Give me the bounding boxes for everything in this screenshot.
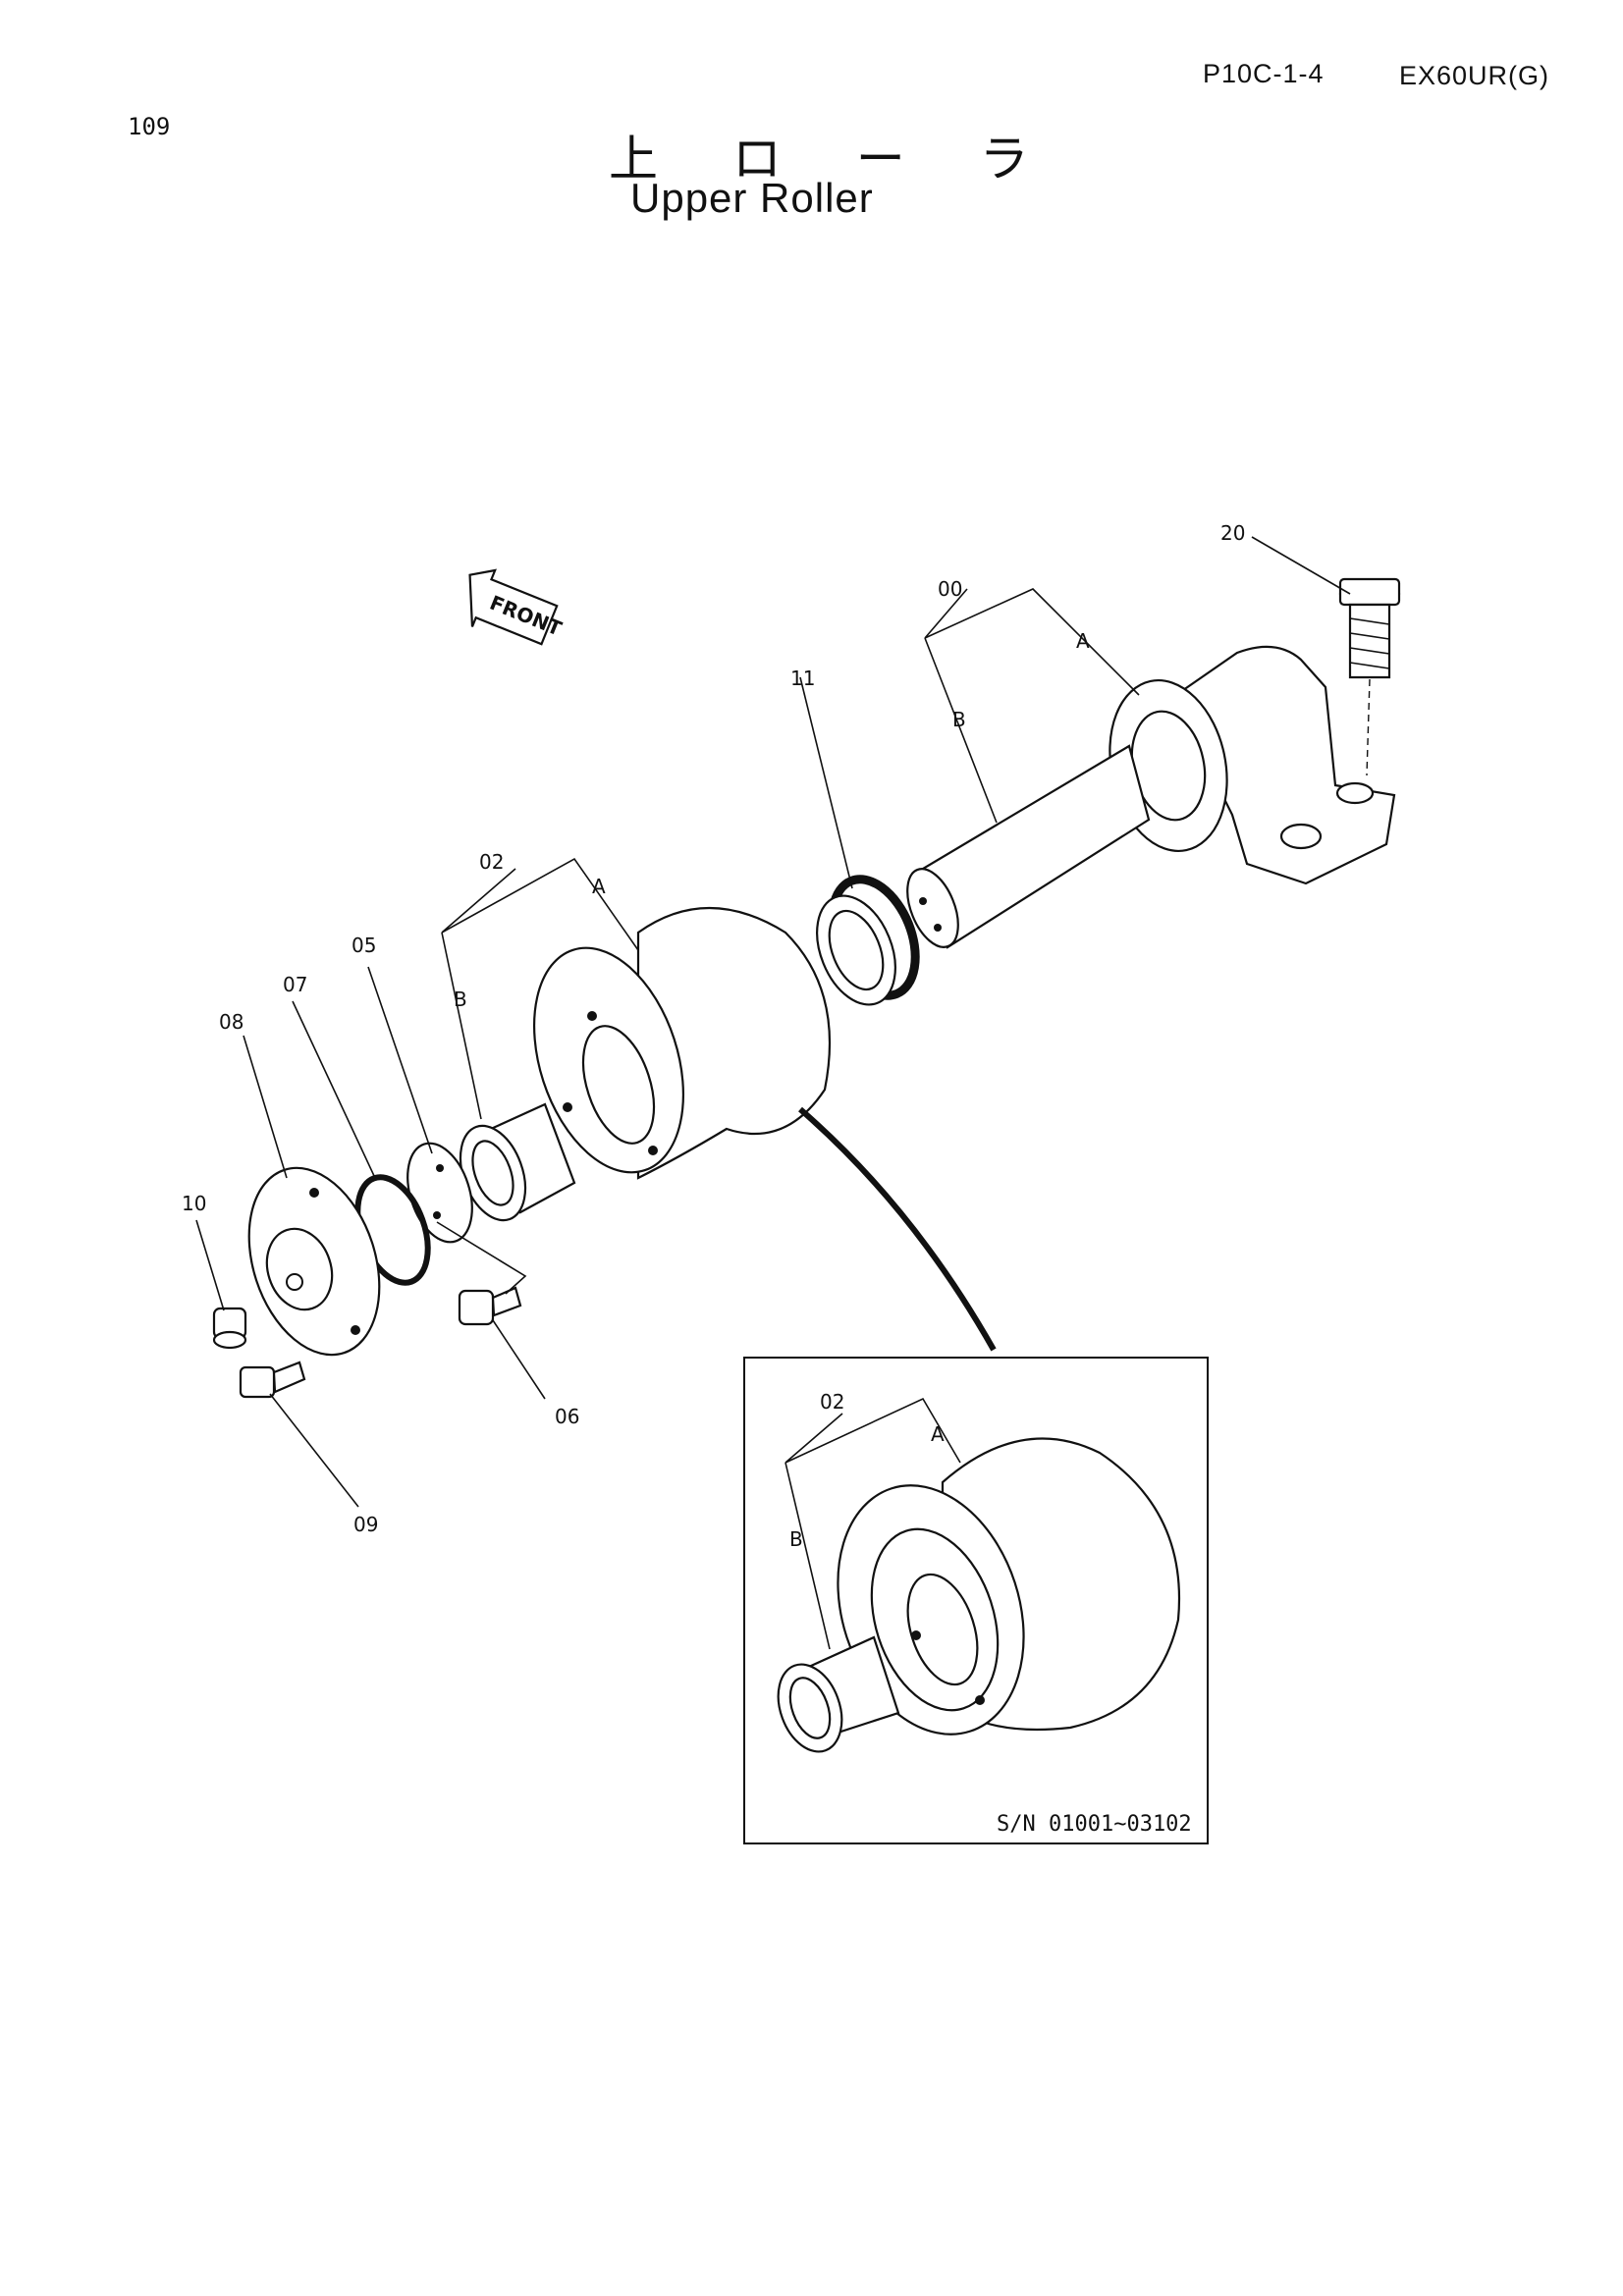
floating-seal-11	[816, 875, 920, 1006]
callout-20: 20	[1220, 521, 1245, 545]
inset-callout-02: 02	[820, 1390, 844, 1414]
roller-02	[532, 906, 831, 1180]
callout-10: 10	[182, 1192, 206, 1215]
inset-callout-b: B	[789, 1527, 803, 1551]
callout-05: 05	[352, 934, 376, 957]
front-arrow-indicator: FRONT	[468, 568, 566, 646]
callout-07: 07	[283, 973, 307, 996]
callout-11: 11	[790, 667, 815, 690]
callout-00-a: A	[1076, 629, 1090, 653]
serial-range-label: S/N 01001~03102	[997, 1812, 1192, 1837]
bolt-09	[239, 1361, 306, 1399]
inset-serial-variant: 02 A B S/N 01001~03102	[743, 1357, 1209, 1844]
model-name: EX60UR(G)	[1399, 61, 1550, 90]
bushing-02b	[459, 1102, 576, 1222]
callout-08: 08	[219, 1010, 243, 1034]
callout-09: 09	[353, 1513, 378, 1536]
plug-10	[212, 1307, 247, 1350]
page-number: 109	[128, 113, 171, 140]
bolt-20	[1338, 577, 1401, 776]
callout-02-b: B	[454, 988, 467, 1011]
title-japanese: 上 ロ ー ラ	[609, 131, 1058, 187]
callout-00-b: B	[952, 708, 966, 731]
title-english: Upper Roller	[630, 175, 874, 221]
cover-08	[247, 1166, 381, 1357]
bolt-06	[458, 1286, 522, 1326]
callout-02: 02	[479, 850, 504, 874]
inset-callout-a: A	[931, 1422, 945, 1446]
leader-lines	[195, 536, 1351, 1508]
callout-00: 00	[938, 577, 962, 601]
shaft-assembly	[906, 645, 1396, 949]
inset-connector-line	[798, 1106, 997, 1352]
callout-06: 06	[555, 1405, 579, 1428]
callout-02-a: A	[592, 875, 606, 898]
page-code: P10C-1-4	[1203, 59, 1325, 88]
